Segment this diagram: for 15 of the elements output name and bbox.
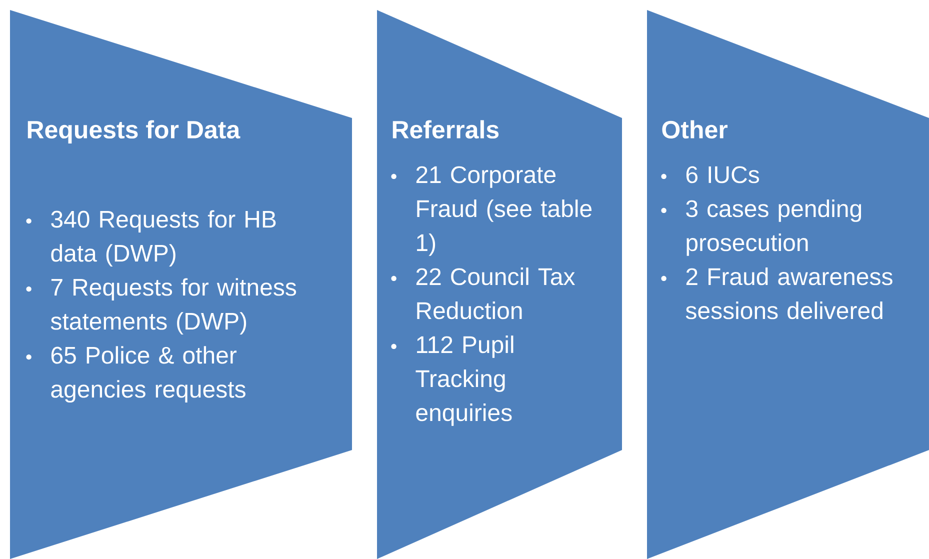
bullet-item: 112 Pupil Tracking enquiries [416, 336, 514, 426]
bullet-item: 6 IUCs [686, 166, 759, 184]
chevron-panel [10, 10, 352, 559]
bullet-item: 65 Police & other agencies requests [51, 346, 246, 403]
bullet-item: 3 cases pending prosecution [686, 200, 862, 256]
heading: Referrals [392, 120, 499, 139]
bullet-item: 340 Requests for HB data (DWP) [51, 210, 276, 267]
bullet-item: 2 Fraud awareness sessions delivered [686, 268, 892, 320]
bullet-item: 7 Requests for witness statements (DWP) [50, 278, 296, 335]
chevron-panel [377, 10, 622, 559]
heading: Requests for Data [28, 120, 240, 144]
chevron-panel [647, 10, 929, 559]
bullet-item: 21 Corporate Fraud (see table 1) [416, 166, 592, 256]
bullet-item: 22 Council Tax Reduction [416, 268, 575, 320]
heading: Other [662, 120, 728, 139]
